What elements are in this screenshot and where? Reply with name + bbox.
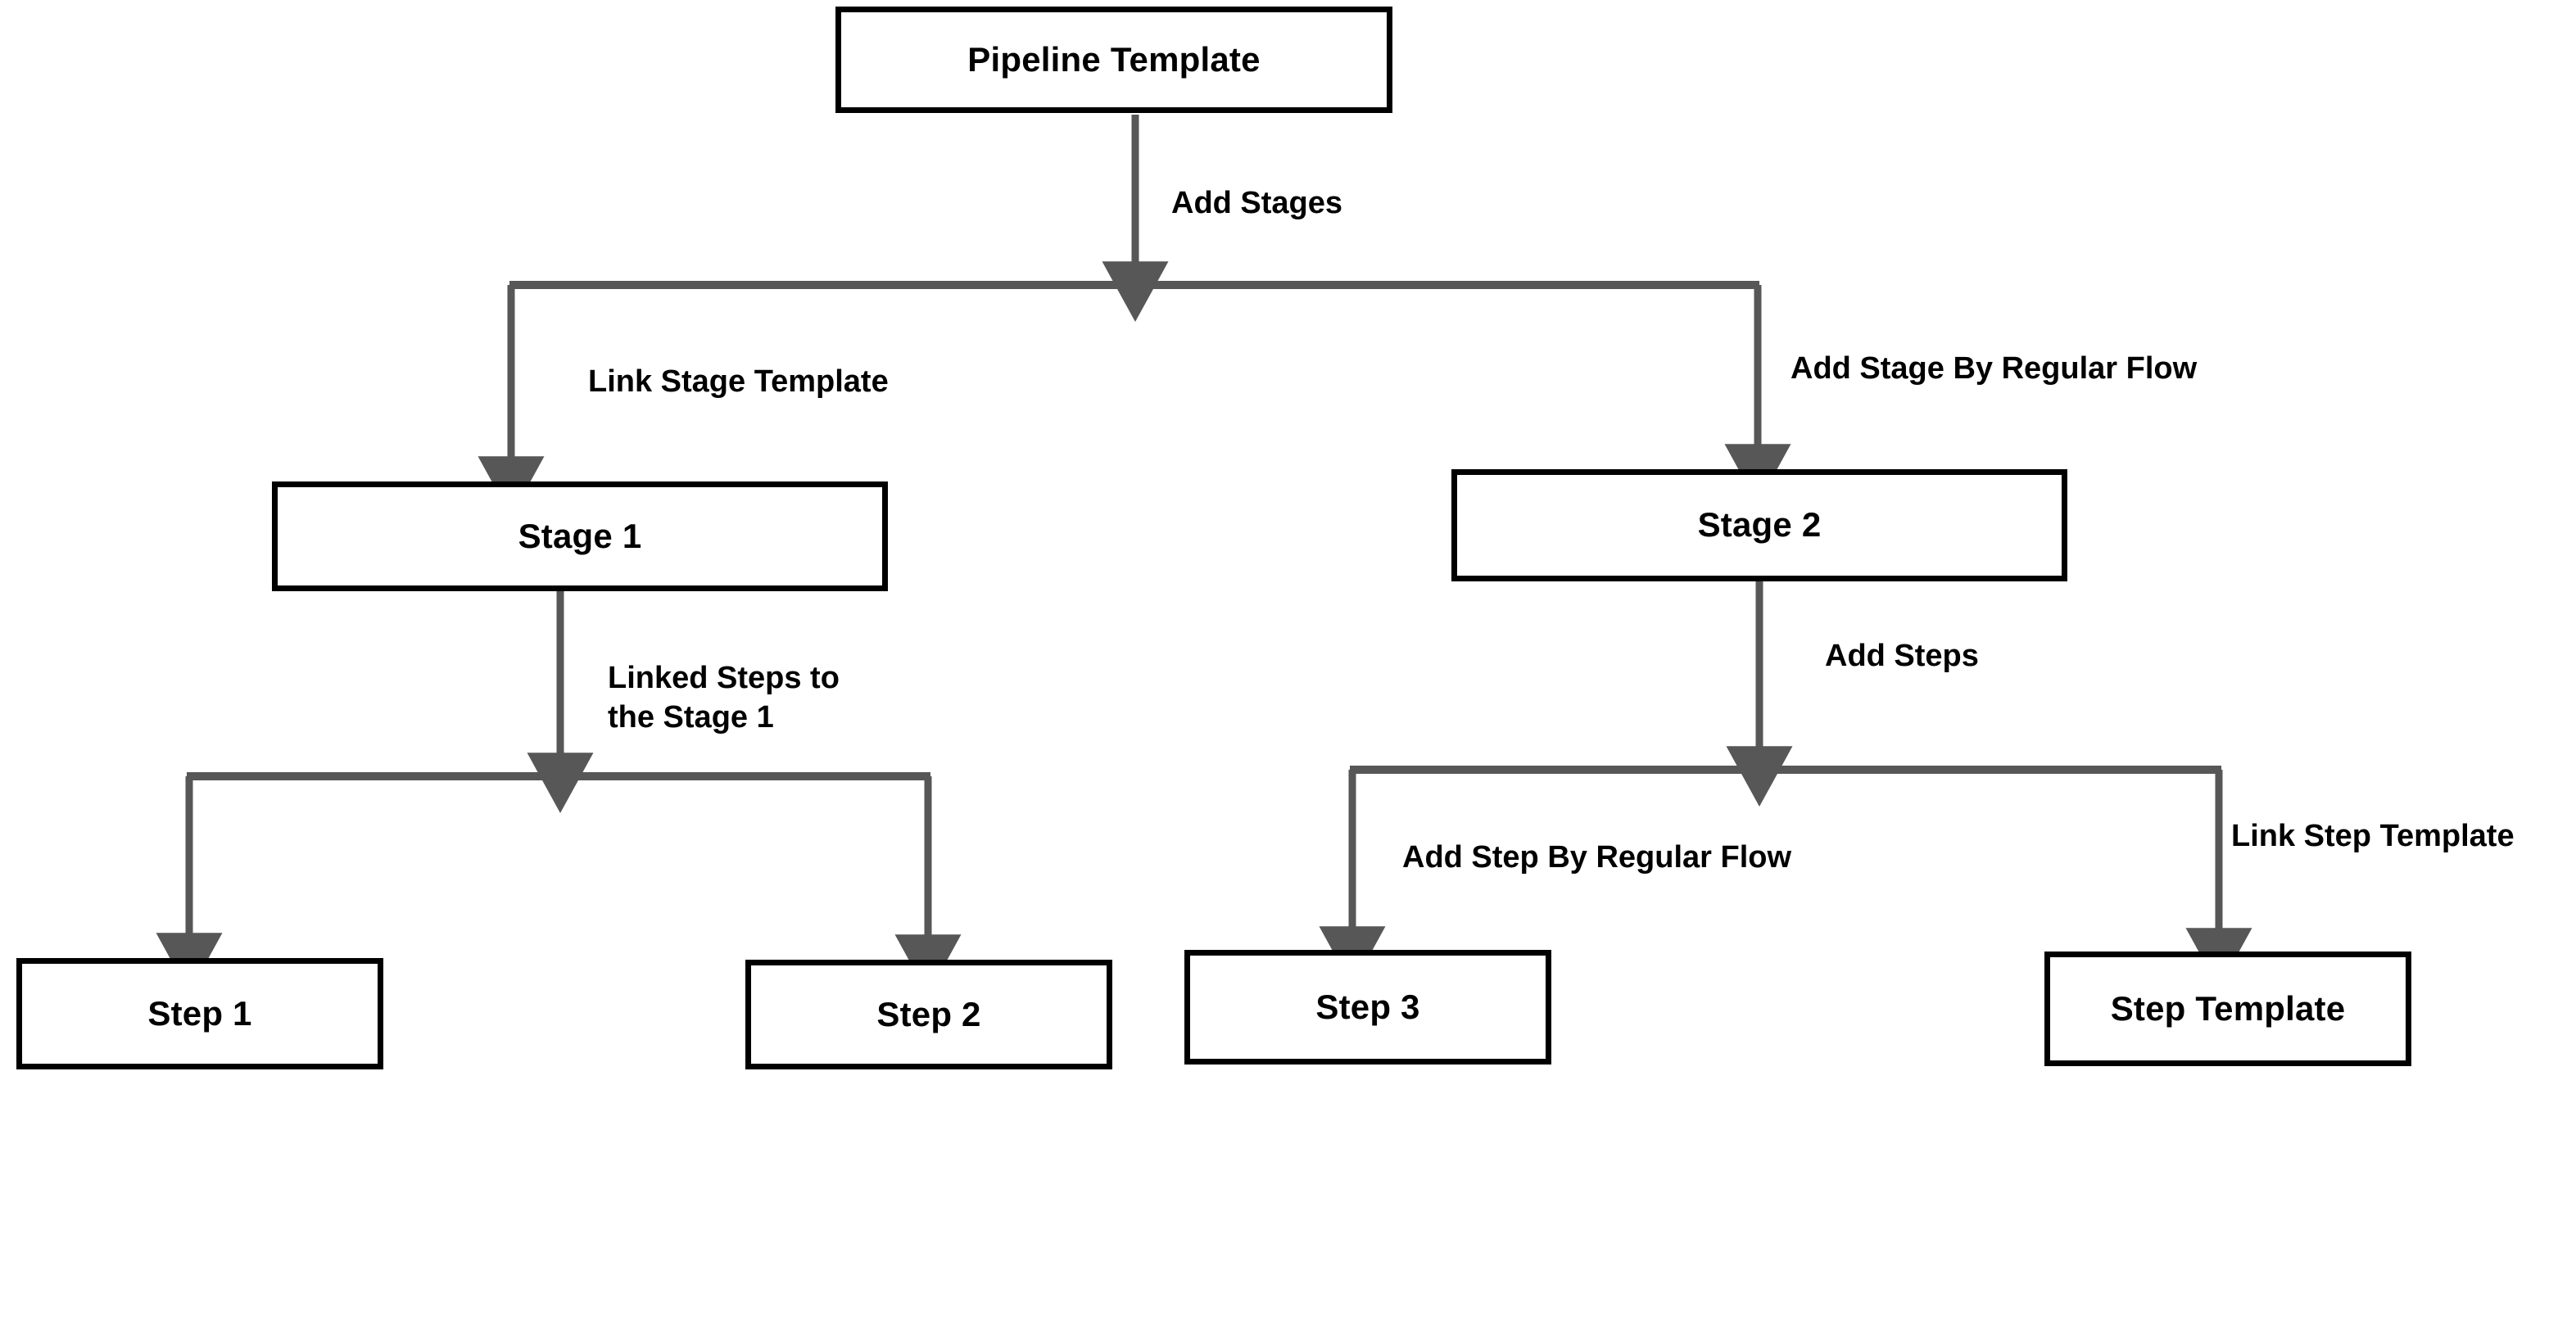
edge-label-add-step-by-regular-flow: Add Step By Regular Flow <box>1402 840 1792 875</box>
node-pipeline-template[interactable]: Pipeline Template <box>835 7 1392 113</box>
edge-label-linked-steps-to-the-stage-1: Linked Steps to the Stage 1 <box>608 661 840 735</box>
edge-stage-split <box>478 281 1791 517</box>
node-label-stage-2: Stage 2 <box>1697 505 1822 545</box>
node-label-stage-1: Stage 1 <box>518 516 642 555</box>
edge-step-split-left <box>156 772 962 995</box>
edge-label-link-stage-template: Link Stage Template <box>588 364 889 399</box>
node-label-pipeline-template: Pipeline Template <box>967 39 1261 79</box>
node-stage-2[interactable]: Stage 2 <box>1451 469 2067 581</box>
edge-label-add-stage-by-regular-flow: Add Stage By Regular Flow <box>1791 351 2198 386</box>
node-label-step-2: Step 2 <box>876 994 981 1033</box>
node-step-3[interactable]: Step 3 <box>1184 950 1551 1065</box>
node-step-template[interactable]: Step Template <box>2044 952 2411 1066</box>
node-label-step-1: Step 1 <box>147 993 252 1033</box>
edge-label-add-steps: Add Steps <box>1825 639 1979 673</box>
node-label-step-template: Step Template <box>2110 988 2346 1028</box>
edge-step-split-right <box>1319 766 2252 988</box>
edge-label-add-stages: Add Stages <box>1171 186 1343 220</box>
node-stage-1[interactable]: Stage 1 <box>272 481 888 591</box>
edge-label-link-step-template: Link Step Template <box>2231 819 2515 853</box>
node-step-1[interactable]: Step 1 <box>16 958 383 1069</box>
node-label-step-3: Step 3 <box>1315 987 1420 1026</box>
node-step-2[interactable]: Step 2 <box>745 960 1112 1069</box>
